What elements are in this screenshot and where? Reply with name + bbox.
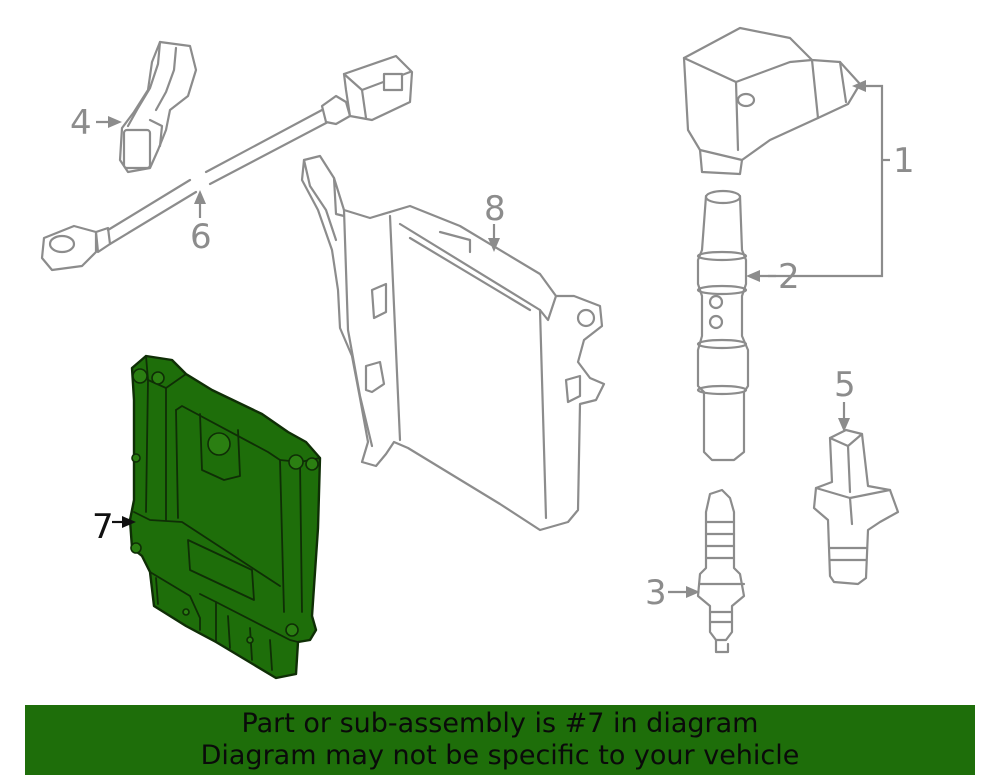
callout-2-label: 2: [778, 257, 800, 297]
callout-7-label: 7: [92, 507, 114, 547]
part-4-sensor[interactable]: [118, 40, 198, 174]
callout-4: 4: [70, 103, 122, 143]
callout-3: 3: [645, 573, 700, 613]
callout-4-label: 4: [70, 103, 92, 143]
callout-5-label: 5: [834, 365, 856, 405]
part-2-coil-boot[interactable]: [696, 189, 750, 462]
part-5-camshaft-sensor[interactable]: [812, 428, 900, 586]
callout-2: 2: [746, 257, 800, 297]
part-7-ecu-highlighted[interactable]: [128, 354, 322, 680]
callout-5: 5: [834, 365, 856, 432]
banner-line-1: Part or sub-assembly is #7 in diagram: [241, 708, 759, 739]
callout-7: 7: [92, 507, 136, 547]
callout-6-label: 6: [190, 217, 212, 257]
info-banner: Part or sub-assembly is #7 in diagram Di…: [25, 705, 975, 775]
callout-1-label: 1: [893, 141, 915, 181]
callout-8-label: 8: [484, 189, 506, 229]
banner-line-2: Diagram may not be specific to your vehi…: [200, 740, 800, 771]
part-6-knock-sensor[interactable]: [40, 54, 414, 272]
part-1-ignition-coil[interactable]: [682, 26, 862, 176]
parts-diagram: 1 2 3 4 5 6 7 8: [40, 26, 915, 680]
callout-1: 1: [768, 80, 915, 278]
callout-6: 6: [190, 190, 212, 257]
callout-3-label: 3: [645, 573, 667, 613]
callout-8: 8: [484, 189, 506, 252]
part-8-bracket[interactable]: [300, 154, 606, 532]
part-3-spark-plug[interactable]: [696, 488, 746, 654]
